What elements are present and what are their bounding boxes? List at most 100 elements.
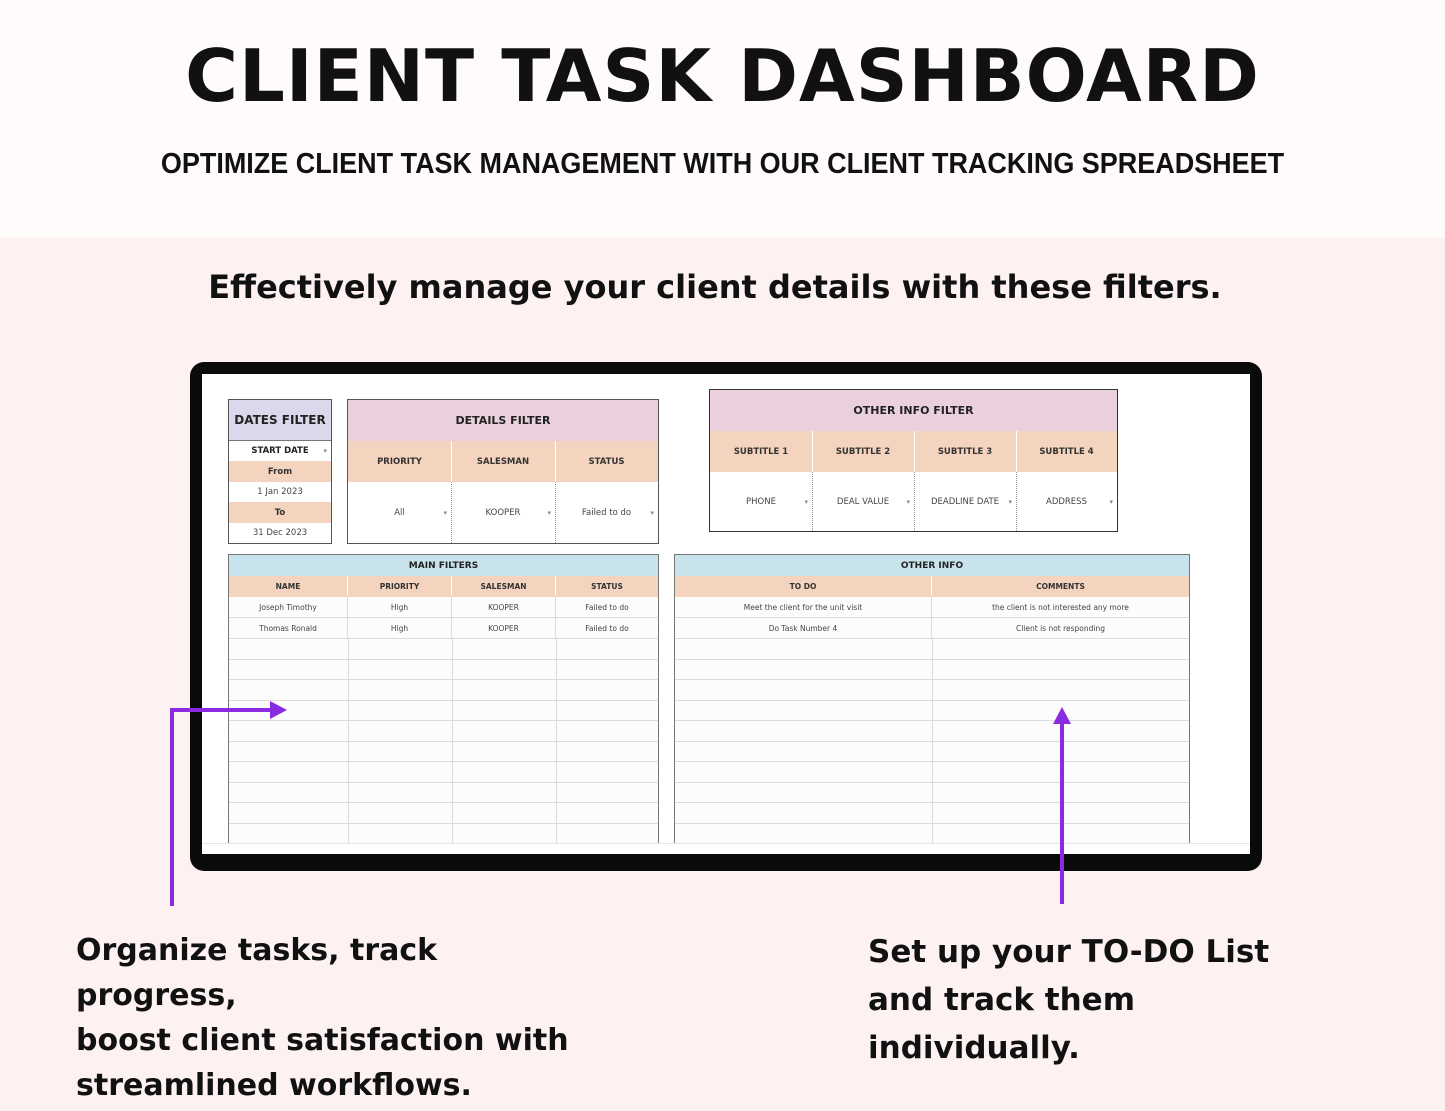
table-row[interactable]: Joseph Timothy High KOOPER Failed to do (229, 597, 658, 618)
subtitle-2-value: DEAL VALUE (836, 496, 890, 507)
status-value: Failed to do (581, 507, 632, 518)
divider (1016, 472, 1017, 531)
arrow-right-icon (170, 701, 287, 906)
salesman-column-header: SALESMAN (452, 576, 556, 596)
salesman-header: SALESMAN (451, 441, 555, 482)
chevron-down-icon: ▾ (650, 508, 654, 517)
status-header: STATUS (555, 441, 658, 482)
salesman-cell: KOOPER (452, 618, 556, 638)
chevron-down-icon: ▾ (1109, 497, 1113, 506)
table-row[interactable]: Do Task Number 4 Client is not respondin… (675, 618, 1189, 639)
empty-row[interactable] (229, 639, 658, 660)
subtitle-2-header: SUBTITLE 2 (812, 431, 914, 472)
divider (451, 441, 452, 482)
empty-row[interactable] (229, 762, 658, 783)
subtitle-4-header: SUBTITLE 4 (1016, 431, 1117, 472)
divider (555, 482, 556, 543)
from-date-input[interactable]: 1 Jan 2023 (257, 487, 303, 497)
subtitle-3-dropdown[interactable]: DEADLINE DATE ▾ (914, 472, 1016, 531)
left-callout-line: Organize tasks, track progress, (76, 933, 438, 1013)
screen-bottom-line (202, 843, 1250, 844)
chevron-down-icon: ▾ (804, 497, 808, 506)
right-callout-line: and track them (868, 982, 1135, 1018)
table-row[interactable]: Thomas Ronald High KOOPER Failed to do (229, 618, 658, 639)
name-cell: Joseph Timothy (229, 597, 348, 617)
todo-cell: Do Task Number 4 (675, 618, 932, 638)
subtitle-3-header: SUBTITLE 3 (914, 431, 1016, 472)
column-divider (452, 639, 453, 844)
chevron-down-icon: ▾ (443, 508, 447, 517)
chevron-down-icon: ▾ (1008, 497, 1012, 506)
empty-row[interactable] (229, 659, 658, 680)
left-callout-line: streamlined workflows. (76, 1068, 472, 1103)
header-row: NAME PRIORITY SALESMAN STATUS (229, 576, 658, 597)
status-column-header: STATUS (591, 581, 623, 591)
subtitle-4-dropdown[interactable]: ADDRESS ▾ (1016, 472, 1117, 531)
spreadsheet-screen: DATES FILTER START DATE ▾ From 1 Jan 202… (202, 374, 1250, 854)
other-info-filter-panel: OTHER INFO FILTER SUBTITLE 1 SUBTITLE 2 … (709, 389, 1118, 532)
name-cell: Thomas Ronald (229, 618, 348, 638)
subtitle-1-value: PHONE (746, 496, 776, 507)
priority-cell: High (348, 618, 452, 638)
divider (451, 482, 452, 543)
subtitle-2-dropdown[interactable]: DEAL VALUE ▾ (812, 472, 914, 531)
table-row[interactable]: Meet the client for the unit visit the c… (675, 597, 1189, 618)
arrow-up-icon (1053, 707, 1071, 904)
subtitle-1-header: SUBTITLE 1 (710, 431, 812, 472)
column-divider (348, 639, 349, 844)
header-row: TO DO COMMENTS (675, 576, 1189, 597)
other-info-table: OTHER INFO TO DO COMMENTS Meet the clien… (674, 554, 1190, 844)
priority-header: PRIORITY (348, 441, 451, 482)
other-info-filter-title: OTHER INFO FILTER (710, 390, 1117, 431)
name-column-header: NAME (229, 576, 348, 596)
main-filters-table: MAIN FILTERS NAME PRIORITY SALESMAN STAT… (228, 554, 659, 844)
status-cell: Failed to do (585, 602, 629, 612)
status-cell: Failed to do (585, 623, 629, 633)
divider (914, 431, 915, 472)
comments-column-header: COMMENTS (1036, 581, 1085, 591)
empty-row[interactable] (229, 782, 658, 803)
priority-cell: High (348, 597, 452, 617)
right-callout: Set up your TO-DO List and track them in… (868, 928, 1298, 1072)
other-info-title: OTHER INFO (675, 555, 1189, 576)
subtitle-1-dropdown[interactable]: PHONE ▾ (710, 472, 812, 531)
empty-row[interactable] (229, 741, 658, 762)
to-date-input[interactable]: 31 Dec 2023 (252, 528, 308, 538)
salesman-dropdown[interactable]: KOOPER ▾ (451, 482, 555, 543)
divider (914, 472, 915, 531)
column-divider (932, 639, 933, 844)
comments-cell: the client is not interested any more (992, 602, 1129, 612)
header-band (0, 0, 1445, 238)
salesman-value: KOOPER (485, 507, 521, 518)
right-callout-line: individually. (868, 1030, 1080, 1066)
laptop-frame: DATES FILTER START DATE ▾ From 1 Jan 202… (190, 362, 1262, 871)
todo-column-header: TO DO (675, 576, 932, 596)
priority-value: All (394, 507, 405, 518)
main-filters-title: MAIN FILTERS (229, 555, 658, 576)
divider (812, 431, 813, 472)
status-dropdown[interactable]: Failed to do ▾ (555, 482, 658, 543)
dates-filter-panel: DATES FILTER START DATE ▾ From 1 Jan 202… (228, 399, 332, 544)
dates-filter-title: DATES FILTER (229, 400, 331, 441)
divider (1016, 431, 1017, 472)
chevron-down-icon: ▾ (906, 497, 910, 506)
priority-column-header: PRIORITY (348, 576, 452, 596)
column-divider (556, 639, 557, 844)
chevron-down-icon: ▾ (323, 447, 327, 455)
empty-row[interactable] (229, 721, 658, 742)
empty-row[interactable] (229, 803, 658, 824)
empty-row[interactable] (229, 700, 658, 721)
details-filter-panel: DETAILS FILTER PRIORITY SALESMAN STATUS … (347, 399, 659, 544)
left-callout: Organize tasks, track progress, boost cl… (76, 928, 596, 1108)
todo-cell: Meet the client for the unit visit (675, 597, 932, 617)
subtitle-3-value: DEADLINE DATE (930, 496, 1000, 507)
empty-row[interactable] (229, 680, 658, 701)
filters-caption: Effectively manage your client details w… (208, 268, 1222, 306)
salesman-cell: KOOPER (452, 597, 556, 617)
chevron-down-icon: ▾ (547, 508, 551, 517)
priority-dropdown[interactable]: All ▾ (348, 482, 451, 543)
comments-cell: Client is not responding (1015, 623, 1106, 633)
to-label: To (229, 502, 331, 523)
start-date-dropdown[interactable]: START DATE ▾ (229, 441, 331, 461)
start-date-label: START DATE (251, 446, 309, 456)
